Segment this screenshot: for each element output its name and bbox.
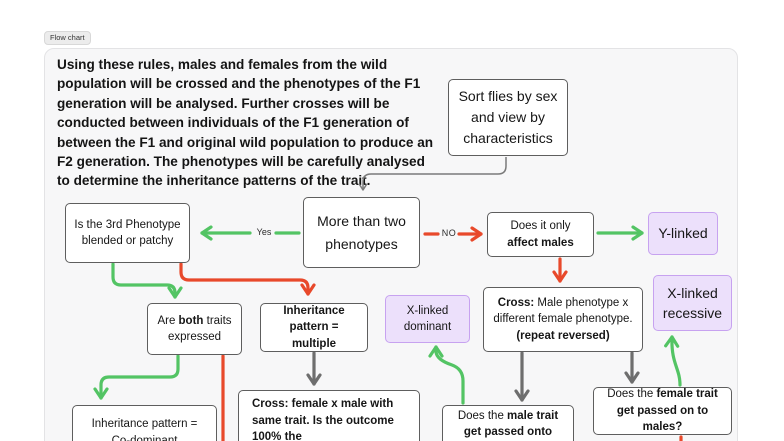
edge-label-no: NO: [441, 228, 457, 238]
text-regular: traits expressed: [167, 314, 232, 344]
node-cross-male[interactable]: Cross: Male phenotype x different female…: [483, 287, 643, 352]
text-regular: Does the: [607, 388, 657, 401]
node-inheritance-codominant-line2: Co-dominant: [111, 434, 178, 441]
text-regular: Does it only: [510, 220, 571, 232]
node-sort-flies[interactable]: Sort flies by sex and view by characteri…: [448, 79, 568, 156]
node-inheritance-codominant-line1: Inheritance pattern =: [91, 418, 198, 430]
node-does-female-trait-text: Does the female trait get passed on to m…: [600, 386, 725, 436]
node-cross-male-text: Cross: Male phenotype x different female…: [490, 295, 636, 345]
intro-line: Using these rules, males and females fro…: [57, 57, 388, 72]
node-y-linked-text: Y-linked: [658, 225, 708, 241]
text-regular: Does the: [457, 409, 508, 422]
node-cross-female-text: Cross: female x male with same trait. Is…: [252, 396, 411, 441]
node-does-only-males[interactable]: Does it only affect males: [487, 212, 594, 257]
node-cross-female[interactable]: Cross: female x male with same trait. Is…: [238, 390, 420, 441]
node-inheritance-multiple[interactable]: Inheritance pattern = multiple: [260, 303, 368, 352]
intro-line: F2 generation. The phenotypes will be ca…: [57, 154, 425, 170]
node-sort-flies-text: Sort flies by sex and view by characteri…: [458, 88, 558, 146]
node-x-linked-dominant-text: X-linked dominant: [403, 304, 452, 334]
text-bold: female trait get passed on to males?: [616, 388, 718, 434]
node-does-female-trait[interactable]: Does the female trait get passed on to m…: [593, 387, 732, 435]
intro-line: between the F1 and original wild populat…: [57, 134, 434, 150]
flowchart-badge[interactable]: Flow chart: [44, 31, 91, 45]
text-bold: Cross:: [497, 296, 535, 309]
node-x-linked-recessive[interactable]: X-linked recessive: [653, 275, 732, 331]
node-are-both-traits[interactable]: Are both traits expressed: [147, 303, 242, 355]
node-y-linked[interactable]: Y-linked: [648, 212, 718, 255]
node-x-linked-dominant[interactable]: X-linked dominant: [385, 295, 470, 343]
text-bold: male trait get passed onto females?: [463, 409, 559, 439]
node-does-only-males-text: Does it only affect males: [494, 218, 587, 251]
node-is-3rd-phenotype-text: Is the 3rd Phenotype blended or patchy: [74, 218, 181, 248]
node-inheritance-codominant[interactable]: Inheritance pattern = Co-dominant: [72, 405, 217, 441]
node-does-male-trait-text: Does the male trait get passed onto fema…: [449, 408, 567, 441]
node-x-linked-recessive-text: X-linked recessive: [662, 285, 723, 321]
text-bold: Cross:: [252, 398, 289, 411]
text-bold: female x male with same trait. Is the ou…: [252, 398, 394, 441]
text-bold: both: [178, 314, 204, 327]
node-are-both-traits-text: Are both traits expressed: [154, 313, 235, 346]
intro-line: generation will be analysed. Further cro…: [57, 95, 390, 111]
node-does-male-trait[interactable]: Does the male trait get passed onto fema…: [442, 405, 574, 441]
text-regular: Are: [157, 314, 179, 327]
intro-paragraph: Using these rules, males and females fro…: [57, 55, 527, 191]
intro-line: population will be crossed and the pheno…: [57, 76, 421, 92]
text-bold: (repeat reversed): [516, 329, 610, 342]
intro-line: to determine the inheritance patterns of…: [57, 173, 371, 189]
edge-label-yes: Yes: [256, 227, 272, 237]
node-is-3rd-phenotype[interactable]: Is the 3rd Phenotype blended or patchy: [65, 203, 190, 263]
text-bold: affect males: [507, 236, 574, 249]
node-inheritance-multiple-text: Inheritance pattern = multiple: [283, 304, 345, 350]
node-more-than-two-text: More than two phenotypes: [317, 212, 406, 252]
node-more-than-two[interactable]: More than two phenotypes: [303, 197, 420, 268]
intro-line: conducted between individuals of the F1 …: [57, 115, 409, 131]
text-regular: Male phenotype x different female phenot…: [493, 296, 633, 326]
